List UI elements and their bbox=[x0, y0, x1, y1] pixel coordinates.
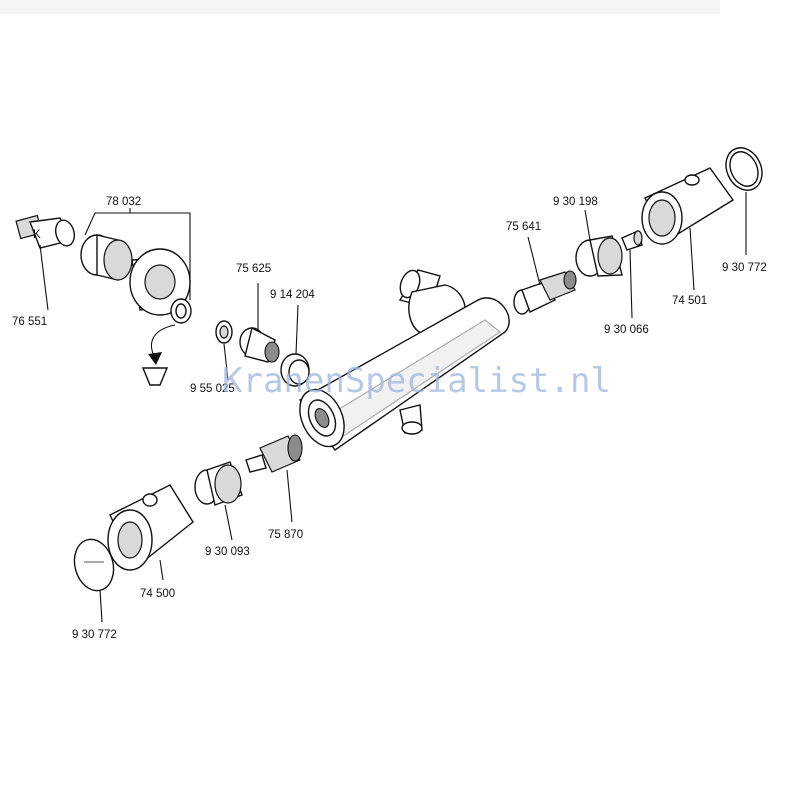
label-930093: 9 30 093 bbox=[205, 546, 250, 558]
watermark-brand: KranenSpecialist bbox=[222, 361, 550, 401]
leader-74500 bbox=[159, 559, 164, 581]
bracket-78032 bbox=[84, 212, 191, 300]
label-955025: 9 55 025 bbox=[190, 383, 235, 395]
part-76551-connector: K bbox=[15, 214, 76, 249]
leader-75641 bbox=[527, 236, 541, 286]
top-banner-strip bbox=[0, 0, 720, 14]
label-76551: 76 551 bbox=[12, 316, 47, 328]
part-78032-washer bbox=[170, 298, 192, 324]
part-930198-adapter bbox=[575, 235, 623, 277]
part-75641-cartridge bbox=[513, 270, 577, 315]
label-75641: 75 641 bbox=[506, 221, 541, 233]
label-930772-left: 9 30 772 bbox=[72, 629, 117, 641]
leader-75870 bbox=[286, 469, 293, 523]
leader-930198 bbox=[584, 209, 591, 241]
part-78032-nut bbox=[129, 248, 191, 316]
part-930772-cap-left bbox=[73, 538, 115, 592]
watermark-domain: .nl bbox=[550, 361, 611, 401]
label-74501: 74 501 bbox=[672, 295, 707, 307]
part-75625-flow-insert bbox=[239, 326, 280, 363]
part-75870-cartridge bbox=[245, 434, 303, 473]
label-75870: 75 870 bbox=[268, 529, 303, 541]
label-75625: 75 625 bbox=[236, 263, 271, 275]
part-74500-handle bbox=[107, 484, 194, 571]
label-930066: 9 30 066 bbox=[604, 324, 649, 336]
part-930093-adapter bbox=[194, 461, 243, 506]
leader-930772-left bbox=[99, 589, 103, 623]
part-74501-handle bbox=[641, 167, 735, 245]
watermark-text: KranenSpecialist.nl bbox=[222, 361, 611, 401]
grease-arrow-icon bbox=[141, 324, 176, 386]
part-78032-check-valve bbox=[80, 234, 133, 281]
leader-955025 bbox=[223, 343, 229, 381]
leader-930066 bbox=[629, 249, 633, 319]
label-78032: 78 032 bbox=[106, 196, 141, 208]
label-914204: 9 14 204 bbox=[270, 289, 315, 301]
connector-letter: K bbox=[33, 229, 41, 241]
valve-body bbox=[298, 269, 510, 451]
part-930066-spindle bbox=[621, 230, 643, 251]
label-930772-right: 9 30 772 bbox=[722, 262, 767, 274]
part-914204-ring bbox=[280, 353, 310, 387]
label-74500: 74 500 bbox=[140, 588, 175, 600]
leader-930093 bbox=[224, 504, 233, 541]
leader-914204 bbox=[295, 304, 299, 355]
leader-76551 bbox=[39, 244, 49, 311]
part-930772-cap-right bbox=[725, 147, 763, 191]
leader-74501 bbox=[689, 227, 695, 291]
label-930198: 9 30 198 bbox=[553, 196, 598, 208]
part-955025-o-ring bbox=[215, 320, 233, 344]
